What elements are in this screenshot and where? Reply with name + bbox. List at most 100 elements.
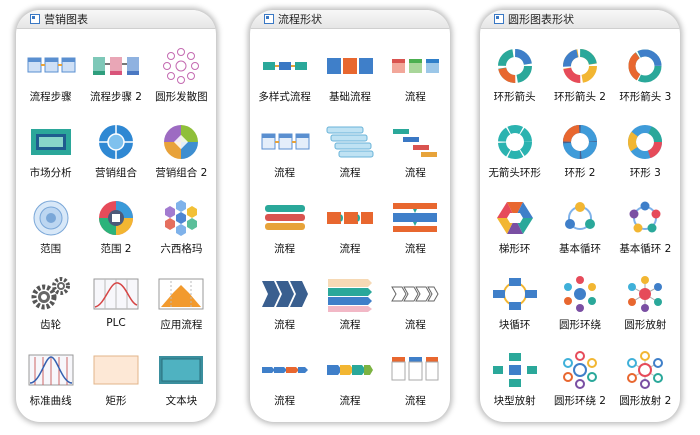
text-block-icon xyxy=(159,356,204,384)
shape-item[interactable]: 环形 3 xyxy=(613,109,678,185)
basic-cycle-icon xyxy=(564,202,595,230)
trapezoid-ring-icon xyxy=(496,202,533,234)
shape-label: 流程 xyxy=(404,395,426,407)
process-icon-12 xyxy=(326,365,373,375)
shape-item[interactable]: 基础流程 xyxy=(317,33,382,109)
marketing-charts-panel: 营销图表 流程步骤 流程步骤 2 圆形发散图 市场分析 营销组合 营销组合 2 … xyxy=(16,10,216,422)
shape-item[interactable]: 营销组合 2 xyxy=(149,109,214,185)
shape-label: 圆形放射 2 xyxy=(619,395,672,407)
shape-label: PLC xyxy=(106,317,126,329)
ring-no-arrow-icon xyxy=(497,125,532,159)
shape-item[interactable]: 流程 xyxy=(317,185,382,261)
market-analysis-icon xyxy=(30,129,71,155)
shape-item[interactable]: 流程 xyxy=(383,337,448,413)
panel-header[interactable]: 圆形图表形状 xyxy=(480,10,680,29)
shape-label: 流程步骤 xyxy=(29,91,72,103)
shape-label: 流程 xyxy=(274,243,296,255)
shape-label: 文本块 xyxy=(165,395,198,407)
ring-arrow-icon xyxy=(497,49,532,83)
shape-item[interactable]: 流程步骤 2 xyxy=(83,33,148,109)
panel-title: 流程形状 xyxy=(278,13,322,26)
shape-item[interactable]: 流程 xyxy=(317,337,382,413)
circular-surround-icon xyxy=(563,276,596,312)
shape-item[interactable]: 齿轮 xyxy=(18,261,83,337)
shape-item[interactable]: 圆形放射 2 xyxy=(613,337,678,413)
panel-header[interactable]: 流程形状 xyxy=(250,10,450,29)
shape-item[interactable]: 流程 xyxy=(252,109,317,185)
marketing-mix-icon xyxy=(98,125,133,159)
shape-label: 流程 xyxy=(274,319,296,331)
standard-curve-icon xyxy=(28,354,74,386)
shape-item[interactable]: 基本循环 xyxy=(547,185,612,261)
process-icon-11 xyxy=(261,367,308,373)
block-radial-icon xyxy=(492,353,537,387)
shape-label: 无箭头环形 xyxy=(488,167,541,179)
shape-item[interactable]: 环形 2 xyxy=(547,109,612,185)
shape-label: 流程 xyxy=(404,319,426,331)
shape-item[interactable]: 范围 2 xyxy=(83,185,148,261)
shape-item[interactable]: 范围 xyxy=(18,185,83,261)
panel-header[interactable]: 营销图表 xyxy=(16,10,216,29)
shape-label: 流程 xyxy=(339,243,361,255)
shape-item[interactable]: 环形箭头 3 xyxy=(613,33,678,109)
basic-cycle-2-icon xyxy=(629,201,661,233)
process-icon-7 xyxy=(393,203,438,232)
shape-item[interactable]: 流程 xyxy=(383,261,448,337)
shape-item[interactable]: 圆形发散图 xyxy=(149,33,214,109)
shape-item[interactable]: 基本循环 2 xyxy=(613,185,678,261)
shape-grid: 多样式流程 基础流程 流程 流程 流程 流程 流程 流程 xyxy=(250,29,450,413)
shape-grid: 环形箭头 环形箭头 2 环形箭头 3 无箭头环形 环形 2 环形 3 梯形环 xyxy=(480,29,680,413)
shape-item[interactable]: 流程 xyxy=(252,337,317,413)
shape-item[interactable]: 流程步骤 xyxy=(18,33,83,109)
shape-item[interactable]: 流程 xyxy=(383,185,448,261)
six-sigma-icon xyxy=(165,200,198,236)
shape-item[interactable]: 流程 xyxy=(252,261,317,337)
shape-item[interactable]: 无箭头环形 xyxy=(482,109,547,185)
shape-label: 六西格玛 xyxy=(160,243,203,255)
shape-item[interactable]: 圆形环绕 xyxy=(547,261,612,337)
shape-label: 圆形放射 xyxy=(624,319,667,331)
shape-item[interactable]: 流程 xyxy=(252,185,317,261)
shape-item[interactable]: 多样式流程 xyxy=(252,33,317,109)
shape-item[interactable]: 矩形 xyxy=(83,337,148,413)
shape-grid: 流程步骤 流程步骤 2 圆形发散图 市场分析 营销组合 营销组合 2 范围 范 xyxy=(16,29,216,413)
multi-style-process-icon xyxy=(262,62,307,70)
shape-item[interactable]: 文本块 xyxy=(149,337,214,413)
shape-item[interactable]: 营销组合 xyxy=(83,109,148,185)
shape-item[interactable]: PLC xyxy=(83,261,148,337)
shape-item[interactable]: 市场分析 xyxy=(18,109,83,185)
shape-item[interactable]: 标准曲线 xyxy=(18,337,83,413)
ring-2-icon xyxy=(562,125,597,159)
process-steps-icon xyxy=(27,57,76,73)
shape-item[interactable]: 流程 xyxy=(383,109,448,185)
shape-label: 营销组合 2 xyxy=(155,167,208,179)
gear-icon xyxy=(31,277,70,310)
shape-item[interactable]: 环形箭头 2 xyxy=(547,33,612,109)
process-icon-3 xyxy=(326,126,374,158)
shape-item[interactable]: 环形箭头 xyxy=(482,33,547,109)
circular-radial-icon xyxy=(628,276,663,312)
shape-item[interactable]: 流程 xyxy=(317,261,382,337)
ring-arrow-2-icon xyxy=(562,49,597,83)
shape-item[interactable]: 流程 xyxy=(383,33,448,109)
shape-label: 流程 xyxy=(339,395,361,407)
process-icon-9 xyxy=(327,279,372,312)
shape-item[interactable]: 圆形放射 xyxy=(613,261,678,337)
application-flow-icon xyxy=(158,278,204,310)
shape-item[interactable]: 梯形环 xyxy=(482,185,547,261)
shape-item[interactable]: 圆形环绕 2 xyxy=(547,337,612,413)
scope-2-icon xyxy=(98,201,133,235)
shape-item[interactable]: 流程 xyxy=(317,109,382,185)
shape-label: 基本循环 xyxy=(558,243,601,255)
circular-chart-shapes-panel: 圆形图表形状 环形箭头 环形箭头 2 环形箭头 3 无箭头环形 环形 2 环形 … xyxy=(480,10,680,422)
shape-label: 流程 xyxy=(404,91,426,103)
shape-label: 齿轮 xyxy=(40,319,62,331)
shape-label: 梯形环 xyxy=(498,243,531,255)
shape-item[interactable]: 块循环 xyxy=(482,261,547,337)
shape-label: 市场分析 xyxy=(29,167,72,179)
shape-item[interactable]: 块型放射 xyxy=(482,337,547,413)
process-icon-2 xyxy=(261,133,310,150)
shape-item[interactable]: 应用流程 xyxy=(149,261,214,337)
shape-item[interactable]: 六西格玛 xyxy=(149,185,214,261)
shape-label: 流程步骤 2 xyxy=(89,91,142,103)
